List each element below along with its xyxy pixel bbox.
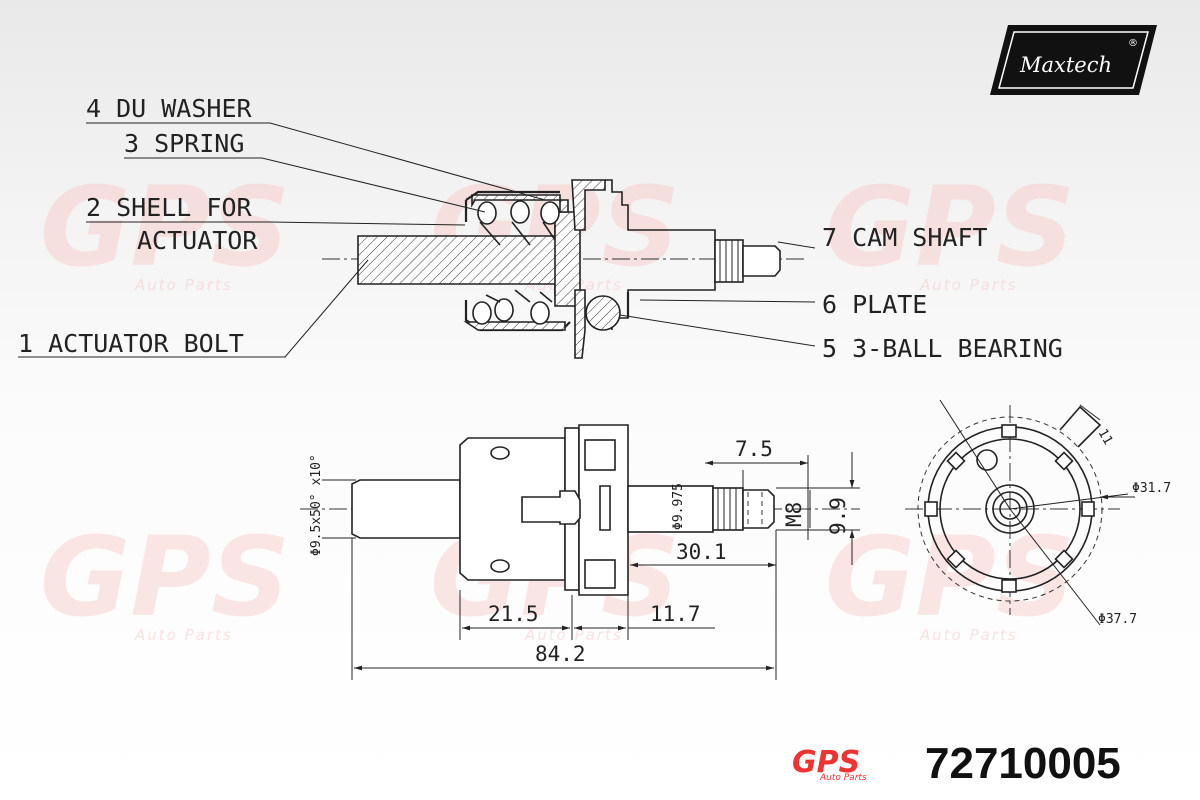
dim-phi-9-975: Φ9.975 (671, 483, 686, 530)
callout-actuator-bolt: 1 ACTUATOR BOLT (18, 329, 244, 358)
callout-du-washer: 4 DU WASHER (86, 94, 253, 123)
watermark-sub: Auto Parts (134, 626, 233, 644)
watermark-sub: Auto Parts (919, 626, 1018, 644)
spring-top (477, 200, 560, 246)
brand-mark: GPS (792, 745, 860, 780)
side-view: 7.5 M8 9.9 30.1 21.5 11.7 84.2 Φ9.975 Φ9… (300, 424, 860, 680)
callout-plate: 6 PLATE (822, 290, 927, 319)
dim-30-1: 30.1 (676, 540, 727, 564)
section-view: 4 DU WASHER 3 SPRING 2 SHELL FOR ACTUATO… (18, 94, 1063, 363)
dimension-lines (322, 452, 860, 680)
maxtech-logo: Maxtech ® (990, 25, 1157, 95)
brand-footer: GPS Auto Parts 72710005 (792, 739, 1121, 788)
dim-21-5: 21.5 (488, 602, 539, 626)
dim-7-5: 7.5 (735, 437, 773, 461)
watermark: GPS (825, 513, 1075, 641)
end-view: Φ31.7 Φ37.7 11 (905, 399, 1171, 627)
callout-ball-bearing: 5 3-BALL BEARING (822, 334, 1063, 363)
watermark-sub: Auto Parts (134, 276, 233, 294)
end-view-slots (924, 424, 1095, 593)
dim-84-2: 84.2 (535, 642, 586, 666)
dim-9-9: 9.9 (826, 497, 850, 535)
watermark: GPS (40, 513, 290, 641)
logo-text: Maxtech (1019, 53, 1112, 77)
watermark: GPS (825, 163, 1075, 291)
callout-shell: 2 SHELL FOR (86, 193, 253, 222)
dim-phi-37-7: Φ37.7 (1098, 612, 1137, 627)
watermark-sub: Auto Parts (919, 276, 1018, 294)
cam-shaft (714, 239, 781, 283)
callout-cam-shaft: 7 CAM SHAFT (822, 223, 988, 252)
registered-mark: ® (1128, 38, 1138, 49)
callout-spring: 3 SPRING (124, 129, 244, 158)
dim-phi-9-5: Φ9.5x50° x10° (309, 454, 324, 556)
dim-11-7: 11.7 (650, 602, 701, 626)
callout-shell-line2: ACTUATOR (137, 226, 258, 255)
watermark: GPS (40, 163, 290, 291)
brand-mark-sub: Auto Parts (819, 773, 867, 783)
ball-bearing-ball (585, 295, 621, 331)
flange-bottom-section (574, 289, 586, 359)
dim-m8: M8 (782, 502, 806, 527)
dim-phi-31-7: Φ31.7 (1132, 481, 1171, 496)
part-number: 72710005 (925, 739, 1121, 788)
actuator-bolt-section (357, 224, 576, 296)
spring-bottom (472, 289, 553, 325)
dim-11: 11 (1095, 427, 1116, 448)
leader-lines (18, 122, 816, 358)
